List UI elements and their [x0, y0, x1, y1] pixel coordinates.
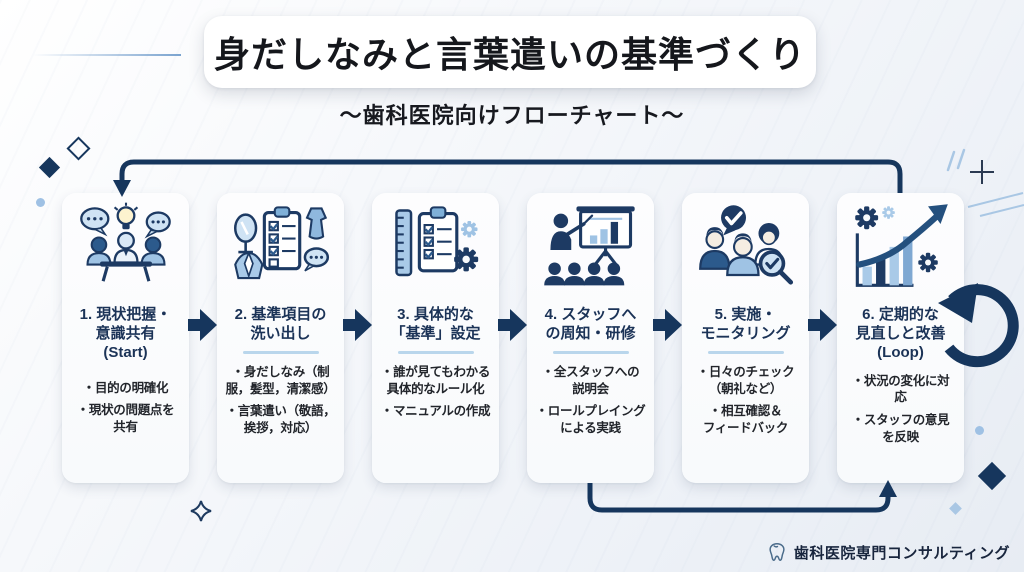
brand-footer: 歯科医院専門コンサルティング: [766, 541, 1010, 563]
step-card-4: 4. スタッフへ の周知・研修 ・全スタッフへの 説明会 ・ロールプレイング に…: [527, 193, 654, 483]
bullet-item: ・目的の明確化: [82, 380, 169, 395]
decor-plus-icon: [970, 160, 994, 184]
step-title: 3. 具体的な 「基準」設定: [390, 306, 481, 343]
connector-bottom: [587, 480, 897, 513]
bullet-item: ・言葉遣い（敬語， 挨拶，対応）: [225, 404, 336, 436]
divider: [552, 351, 629, 354]
staff-training-icon: [539, 199, 643, 301]
decor-dot-icon: [975, 426, 984, 435]
decor-diamond-outline-icon: [66, 136, 91, 161]
grooming-checklist-icon: [229, 199, 333, 301]
step-bullets: ・目的の明確化 ・現状の問題点を 共有: [77, 374, 175, 436]
bullet-item: ・ロールプレイング による実践: [535, 404, 646, 436]
step-bullets: ・全スタッフへの 説明会 ・ロールプレイング による実践: [536, 358, 646, 437]
divider: [707, 351, 784, 354]
title-banner: 身だしなみと言葉遣いの基準づくり: [204, 16, 816, 88]
step-card-2: 2. 基準項目の 洗い出し ・身だしなみ（制 服，髪型，清潔感） ・言葉遣い（敬…: [217, 193, 344, 483]
bullet-item: ・全スタッフへの 説明会: [541, 364, 640, 396]
page-subtitle: 〜歯科医院向けフローチャート〜: [339, 103, 685, 128]
step-bullets: ・誰が見てもわかる 具体的なルール化 ・マニュアルの作成: [380, 358, 491, 420]
improvement-icon: [849, 199, 953, 301]
flow-arrow-right-icon: [343, 309, 372, 341]
brand-name: 歯科医院専門コンサルティング: [793, 544, 1010, 562]
flow-arrow-right-icon: [808, 309, 837, 341]
step-card-6: 6. 定期的な 見直しと改善 (Loop) ・状況の変化に対 応 ・スタッフの意…: [837, 193, 964, 483]
bullet-item: ・誰が見てもわかる 具体的なルール化: [380, 364, 491, 396]
step-bullets: ・身だしなみ（制 服，髪型，清潔感） ・言葉遣い（敬語， 挨拶，対応）: [226, 358, 336, 437]
step-title: 6. 定期的な 見直しと改善 (Loop): [855, 306, 946, 362]
step-title: 2. 基準項目の 洗い出し: [234, 306, 327, 343]
decor-topright-group: [946, 148, 1024, 217]
step-title: 5. 実施・ モニタリング: [700, 306, 791, 343]
divider: [397, 351, 474, 354]
decor-diamond-icon: [38, 156, 61, 179]
page-title: 身だしなみと言葉遣いの基準づくり: [213, 34, 806, 75]
flow-arrow-right-icon: [653, 309, 682, 341]
decor-diagonal-line: [967, 192, 1024, 208]
loop-connector-top: [113, 159, 903, 197]
flow-arrow-right-icon: [498, 309, 527, 341]
step-title: 4. スタッフへ の周知・研修: [544, 306, 637, 343]
bullet-item: ・身だしなみ（制 服，髪型，清潔感）: [225, 364, 336, 396]
step-bullets: ・状況の変化に対 応 ・スタッフの意見 を反映: [852, 367, 950, 446]
decor-diamond-small-icon: [949, 502, 962, 515]
standards-ruler-icon: [384, 199, 488, 301]
decor-gradient-line: [33, 54, 181, 56]
bullet-item: ・スタッフの意見 を反映: [851, 413, 950, 444]
bullet-item: ・現状の問題点を 共有: [76, 403, 175, 435]
decor-sparkle-icon: [190, 500, 212, 522]
bullet-item: ・相互確認＆ フィードバック: [702, 404, 789, 436]
decor-slash-icon: [956, 148, 966, 170]
step-card-5: 5. 実施・ モニタリング ・日々のチェック （朝礼など） ・相互確認＆ フィー…: [682, 193, 809, 483]
step-card-3: 3. 具体的な 「基準」設定 ・誰が見てもわかる 具体的なルール化 ・マニュアル…: [372, 193, 499, 483]
divider: [242, 351, 319, 354]
step-bullets: ・日々のチェック （朝礼など） ・相互確認＆ フィードバック: [697, 358, 795, 437]
bullet-item: ・マニュアルの作成: [380, 404, 491, 419]
flow-arrow-right-icon: [188, 309, 217, 341]
decor-diagonal-line: [979, 204, 1024, 217]
step-title: 1. 現状把握・ 意識共有 (Start): [79, 306, 172, 362]
tooth-icon: [769, 543, 785, 561]
step-card-1: 1. 現状把握・ 意識共有 (Start) ・目的の明確化 ・現状の問題点を 共…: [62, 193, 189, 483]
decor-slash-icon: [946, 150, 956, 172]
decor-dot-icon: [36, 198, 45, 207]
decor-diamond-icon: [977, 461, 1007, 491]
meeting-icon: [74, 199, 178, 301]
bullet-item: ・日々のチェック （朝礼など）: [696, 364, 795, 396]
bullet-item: ・状況の変化に対 応: [851, 373, 950, 405]
monitoring-icon: [694, 199, 798, 301]
